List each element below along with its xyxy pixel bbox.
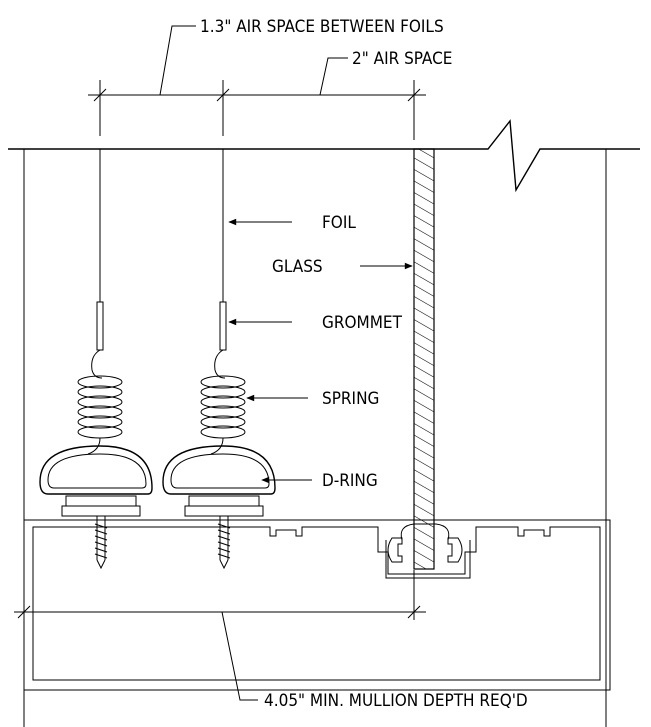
bottom-dimension bbox=[14, 570, 426, 701]
foil-assembly-1 bbox=[39, 149, 153, 570]
label-mullion-depth: 4.05" MIN. MULLION DEPTH REQ'D bbox=[264, 691, 528, 711]
foil-assembly-2 bbox=[162, 149, 276, 570]
label-foil: FOIL bbox=[322, 213, 356, 233]
d-ring-1-plate bbox=[61, 505, 141, 517]
label-air-space-between-foils: 1.3" AIR SPACE BETWEEN FOILS bbox=[200, 17, 444, 37]
spring-1-hook bbox=[91, 349, 103, 379]
spring-2-bottom-hook bbox=[210, 437, 224, 455]
grommet-2 bbox=[219, 301, 227, 351]
d-ring-1 bbox=[39, 445, 153, 495]
screw-2 bbox=[217, 516, 231, 570]
glazing-gasket-right bbox=[447, 537, 463, 563]
d-ring-2-inner bbox=[170, 453, 270, 489]
label-air-space: 2" AIR SPACE bbox=[352, 49, 452, 69]
glazing-gasket-left bbox=[387, 537, 403, 563]
glazing-pocket bbox=[385, 540, 471, 579]
top-frame-line bbox=[8, 119, 640, 193]
mullion-outer bbox=[23, 519, 611, 691]
label-grommet: GROMMET bbox=[322, 313, 403, 333]
spring-2-hook bbox=[214, 349, 226, 379]
mullion-inner bbox=[32, 526, 601, 681]
label-glass: GLASS bbox=[272, 257, 323, 277]
label-d-ring: D-RING bbox=[322, 471, 378, 491]
spring-1 bbox=[77, 375, 123, 439]
d-ring-1-inner bbox=[47, 453, 147, 489]
top-dimension bbox=[88, 25, 426, 140]
screw-1 bbox=[94, 516, 108, 570]
label-spring: SPRING bbox=[322, 389, 379, 409]
grommet-1 bbox=[96, 301, 104, 351]
d-ring-1-base bbox=[65, 495, 137, 507]
d-ring-2-plate bbox=[184, 505, 264, 517]
spring-1-bottom-hook bbox=[87, 437, 101, 455]
d-ring-2 bbox=[162, 445, 276, 495]
spring-2 bbox=[200, 375, 246, 439]
glass-pane bbox=[413, 148, 435, 570]
d-ring-2-base bbox=[188, 495, 260, 507]
